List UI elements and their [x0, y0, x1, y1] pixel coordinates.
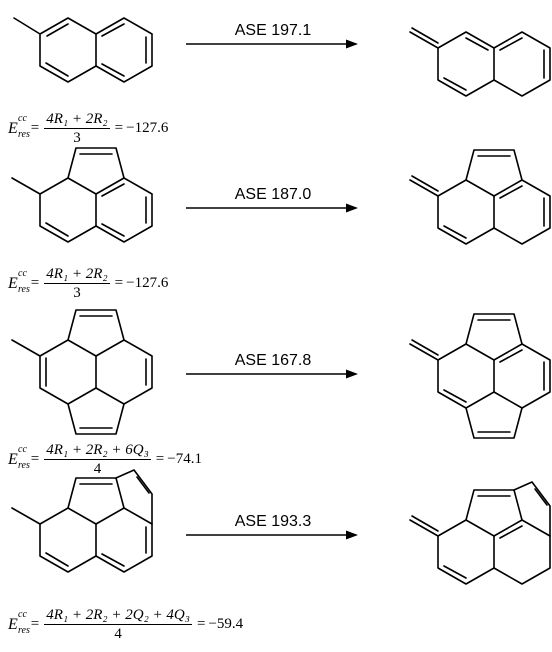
energy-subscript: res — [18, 128, 30, 140]
fraction: 4R₁ + 2R₂ 3 — [44, 265, 110, 302]
resonance-energy-equation-2: E cc res = 4R₁ + 2R₂ 3 = −127.6 — [8, 265, 169, 302]
energy-superscript: cc — [18, 443, 27, 455]
fraction-denominator: 4 — [114, 626, 122, 642]
energy-superscript: cc — [18, 608, 27, 620]
resonance-value: −59.4 — [208, 616, 244, 632]
fraction-numerator: 4R₁ + 2R₂ + 2Q₂ + 4Q₃ — [44, 607, 192, 625]
fraction: 4R₁ + 2R₂ 3 — [44, 110, 110, 147]
fraction-numerator: 4R₁ + 2R₂ — [44, 111, 110, 129]
reaction-arrow-4: ASE 193.3 — [186, 513, 358, 540]
reactant-methylnaphthalene — [13, 17, 153, 83]
fraction-denominator: 3 — [73, 285, 81, 301]
product-methylene-pyracylene — [409, 313, 551, 439]
product-methylene-acenaphthylene — [409, 149, 551, 245]
resonance-value: −127.6 — [126, 120, 169, 136]
fraction-denominator: 3 — [73, 130, 81, 146]
reaction-arrow-3: ASE 167.8 — [186, 352, 358, 379]
reaction-arrow-1: ASE 197.1 — [186, 22, 358, 49]
energy-subscript: res — [18, 459, 30, 471]
fraction-numerator: 4R₁ + 2R₂ — [44, 266, 110, 284]
reaction-arrow-2: ASE 187.0 — [186, 186, 358, 213]
resonance-energy-equation-1: E cc res = 4R₁ + 2R₂ 3 = −127.6 — [8, 110, 169, 147]
arrow-label: ASE 167.8 — [235, 352, 312, 369]
fraction: 4R₁ + 2R₂ + 2Q₂ + 4Q₃ 4 — [44, 606, 192, 643]
resonance-energy-equation-4: E cc res = 4R₁ + 2R₂ + 2Q₂ + 4Q₃ 4 = −59… — [8, 606, 244, 643]
reactant-methylacenaphthylene — [11, 147, 153, 243]
energy-symbol: E — [8, 450, 18, 468]
energy-subscript: res — [18, 624, 30, 636]
arrow-label: ASE 197.1 — [235, 22, 312, 39]
fraction: 4R₁ + 2R₂ + 6Q₃ 4 — [44, 441, 151, 478]
energy-superscript: cc — [18, 112, 27, 124]
fraction-numerator: 4R₁ + 2R₂ + 6Q₃ — [44, 442, 151, 460]
arrow-label: ASE 193.3 — [235, 513, 312, 530]
resonance-energy-equation-3: E cc res = 4R₁ + 2R₂ + 6Q₃ 4 = −74.1 — [8, 441, 202, 478]
energy-subscript: res — [18, 283, 30, 295]
energy-symbol: E — [8, 274, 18, 292]
reactant-methyl-cyclopentaacenaphthylene — [11, 469, 153, 573]
reactant-methylpyracylene — [11, 309, 153, 435]
energy-symbol: E — [8, 615, 18, 633]
fraction-denominator: 4 — [93, 461, 102, 477]
arrow-label: ASE 187.0 — [235, 186, 312, 203]
product-methylene-cyclopentaacenaphthylene — [409, 481, 551, 585]
resonance-value: −74.1 — [167, 451, 202, 467]
resonance-value: −127.6 — [126, 275, 169, 291]
product-methylene-dihydronaphthalene — [409, 27, 551, 97]
energy-symbol: E — [8, 119, 18, 137]
energy-superscript: cc — [18, 267, 27, 279]
